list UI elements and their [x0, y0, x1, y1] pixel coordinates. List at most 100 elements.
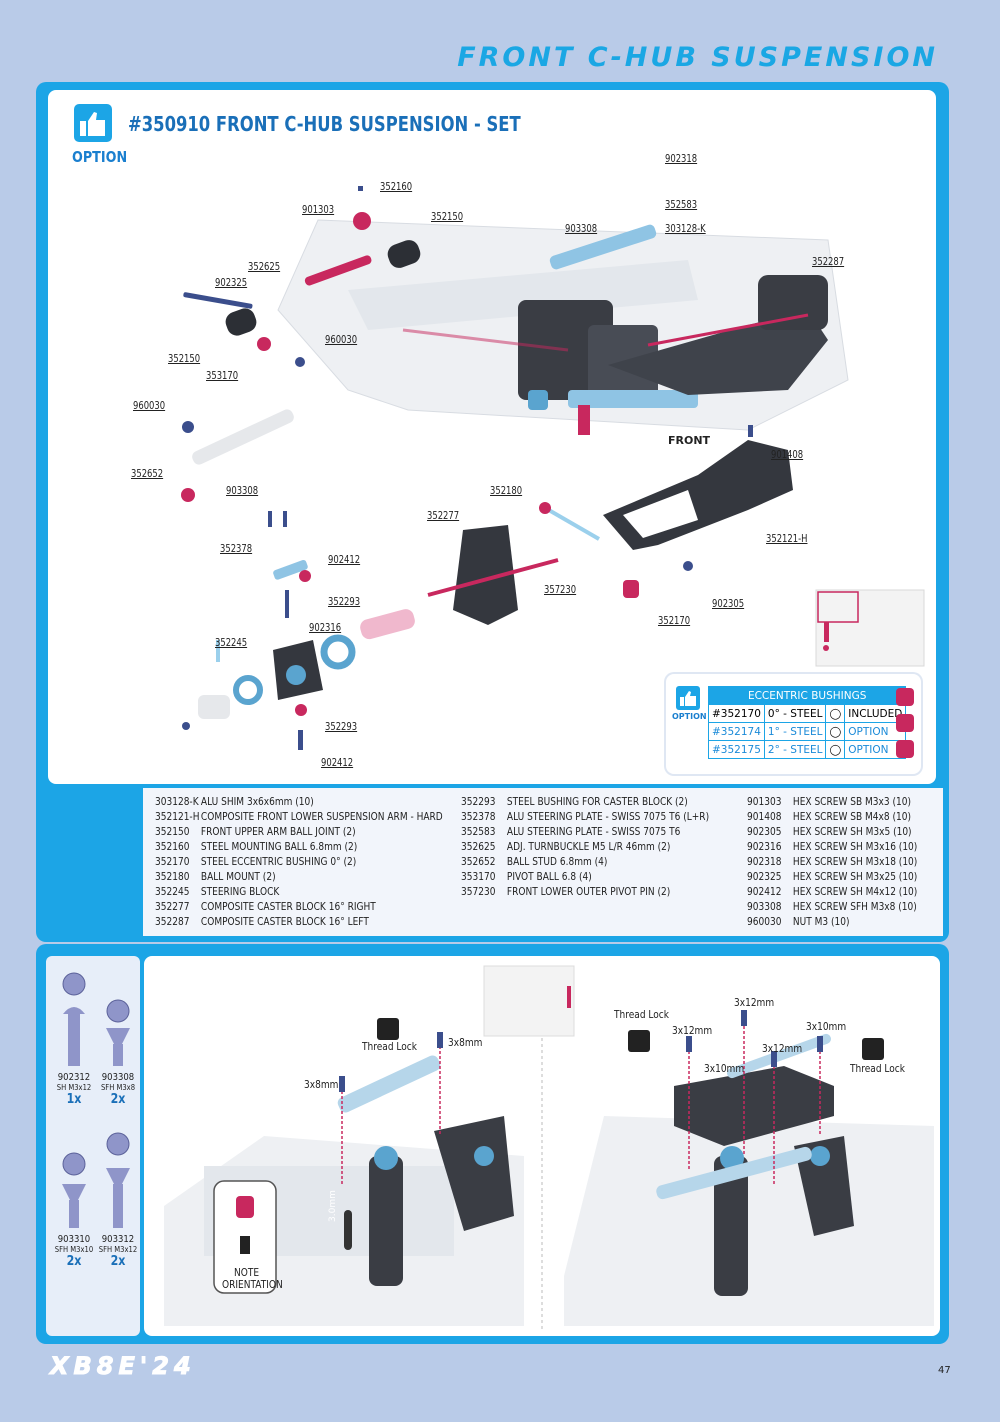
screw-icons	[62, 972, 130, 1228]
eccentric-row: #352174 1° - STEEL ◯ OPTION	[708, 722, 907, 741]
bushing-1-icon: ◯	[825, 722, 846, 741]
set-panel: FRONT	[36, 82, 949, 942]
page-title: FRONT C-HUB SUSPENSION	[457, 42, 938, 73]
upper-arm-parts	[181, 186, 421, 502]
orientation-label: ORIENTATION	[222, 1278, 283, 1291]
eccentric-option-tag: OPTION	[672, 712, 707, 721]
callout-960030: 960030	[325, 333, 358, 346]
thumbs-up-icon	[74, 104, 112, 142]
eccentric-code: #352175	[708, 740, 765, 759]
eccentric-table: ECCENTRIC BUSHINGS #352170 0° - STEEL ◯ …	[707, 686, 907, 759]
callout-352245: 352245	[215, 636, 248, 649]
callout-303128-k: 303128-K	[665, 222, 706, 235]
eccentric-status: OPTION	[844, 740, 907, 759]
bushing-0-icon: ◯	[825, 704, 846, 723]
callout-902325: 902325	[215, 276, 248, 289]
callout-352170: 352170	[658, 614, 691, 627]
option-tag: OPTION	[72, 148, 128, 166]
chassis-ghost-plate	[348, 260, 698, 330]
warning-thumbnail	[815, 589, 925, 667]
eccentric-bushings-box: OPTION ECCENTRIC BUSHINGS #352170 0° - S…	[666, 674, 921, 774]
callout-352287: 352287	[812, 255, 845, 268]
brand-logo: XB8E'24	[50, 1352, 196, 1381]
lower-suspension-arm	[603, 440, 793, 550]
callout-352625: 352625	[248, 260, 281, 273]
callout-352378: 352378	[220, 542, 253, 555]
callout-902412-b: 902412	[321, 756, 354, 769]
thread-lock-label: Thread Lock	[850, 1062, 905, 1075]
exploded-diagram: FRONT	[181, 186, 925, 750]
part-row: 352121-HCOMPOSITE FRONT LOWER SUSPENSION…	[155, 810, 443, 823]
callout-902305: 902305	[712, 597, 745, 610]
callout-352277: 352277	[427, 509, 460, 522]
front-bulkhead-assembly	[402, 224, 828, 435]
callout-352150-b: 352150	[168, 352, 201, 365]
size-label: 3x12mm	[734, 996, 775, 1009]
callout-903308: 903308	[565, 222, 598, 235]
thread-lock-label: Thread Lock	[614, 1008, 669, 1021]
screw-903308: 903308 SFH M3x8 2x	[100, 1072, 136, 1107]
exploded-view-area: FRONT	[48, 90, 936, 784]
thread-lock-label: Thread Lock	[362, 1040, 417, 1053]
note-label: NOTE	[234, 1266, 260, 1279]
eccentric-title: ECCENTRIC BUSHINGS	[707, 686, 907, 705]
screw-list: 902312 SH M3x12 1x 903308 SFH M3x8 2x 90…	[46, 956, 140, 1336]
callout-352652: 352652	[131, 467, 164, 480]
callout-352150: 352150	[431, 210, 464, 223]
callout-352180: 352180	[490, 484, 523, 497]
caster-steering-assembly	[182, 502, 693, 750]
screw-902312: 902312 SH M3x12 1x	[56, 1072, 92, 1107]
eccentric-desc: 1° - STEEL	[763, 722, 827, 741]
callout-960030-b: 960030	[133, 399, 166, 412]
thumbs-up-icon-small	[676, 686, 700, 710]
callout-902412: 902412	[328, 553, 361, 566]
callout-357230: 357230	[544, 583, 577, 596]
size-label: 3x8mm	[448, 1036, 483, 1049]
size-label: 3x8mm	[304, 1078, 339, 1091]
eccentric-code: #352174	[708, 722, 765, 741]
callout-902316: 902316	[309, 621, 342, 634]
callout-352293: 352293	[328, 595, 361, 608]
measure-label: 3.0mm	[328, 1190, 338, 1222]
assembly-steps-panel: 902312 SH M3x12 1x 903308 SFH M3x8 2x 90…	[36, 944, 949, 1344]
eccentric-desc: 2° - STEEL	[763, 740, 827, 759]
callout-903308-b: 903308	[226, 484, 259, 497]
eccentric-status: OPTION	[844, 722, 907, 741]
callout-352293-b: 352293	[325, 720, 358, 733]
size-label: 3x10mm	[806, 1020, 847, 1033]
page-number: 47	[938, 1365, 951, 1376]
size-label: 3x10mm	[704, 1062, 745, 1075]
assembly-steps: Thread Lock 3x8mm 3x8mm 3.0mm NOTE ORIEN…	[144, 956, 940, 1336]
front-label: FRONT	[668, 434, 711, 447]
eccentric-row: #352175 2° - STEEL ◯ OPTION	[708, 740, 907, 759]
eccentric-code: #352170	[708, 704, 765, 723]
size-label: 3x12mm	[672, 1024, 713, 1037]
eccentric-desc: 0° - STEEL	[763, 704, 827, 723]
bushing-images	[896, 688, 914, 758]
